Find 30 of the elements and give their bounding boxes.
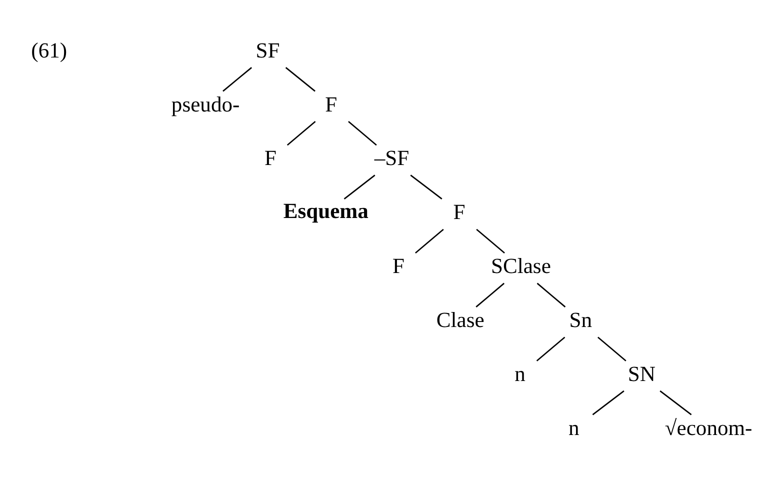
node-text: F xyxy=(453,200,466,224)
connector xyxy=(536,282,566,308)
connector xyxy=(222,67,252,92)
node-text: Clase xyxy=(436,308,484,332)
connector xyxy=(348,120,377,146)
connector xyxy=(476,282,505,308)
node-text: n xyxy=(514,362,526,386)
connector xyxy=(476,228,505,254)
node-text: –SF xyxy=(374,146,410,170)
node-text: pseudo- xyxy=(171,92,240,116)
node-text: F xyxy=(264,146,276,170)
connector xyxy=(286,120,316,146)
node-text: n xyxy=(568,416,580,440)
connector xyxy=(285,67,316,92)
node-text: F xyxy=(325,92,338,116)
connector xyxy=(344,174,376,200)
connector xyxy=(536,336,566,362)
node-text: SF xyxy=(256,38,280,62)
node-text: Sn xyxy=(569,308,592,332)
node-text: SClase xyxy=(491,254,551,278)
node-text: SN xyxy=(628,362,656,386)
connector xyxy=(592,390,624,416)
node-text: √econom- xyxy=(664,416,752,440)
connector xyxy=(660,390,692,416)
node-text: F xyxy=(392,254,405,278)
connector xyxy=(415,228,444,254)
connector xyxy=(410,174,442,200)
connector xyxy=(598,336,626,362)
node-text: Esquema xyxy=(283,198,368,223)
label: (61) xyxy=(31,38,68,62)
